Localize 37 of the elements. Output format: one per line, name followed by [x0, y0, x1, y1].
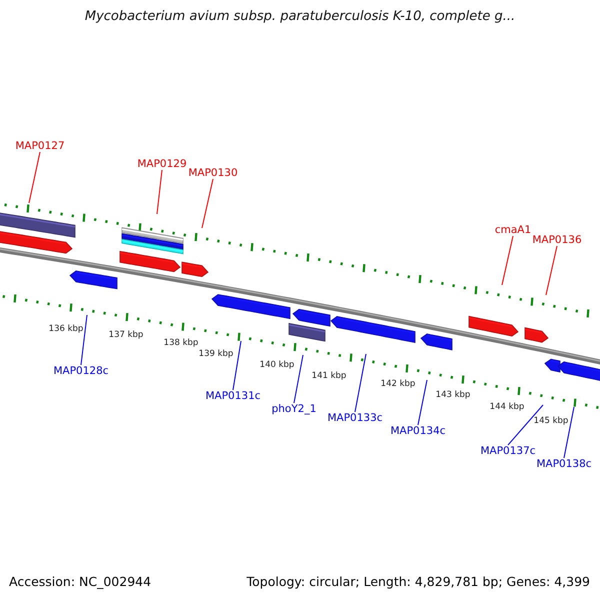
leader-line	[156, 170, 162, 214]
leader-line	[354, 354, 366, 412]
gene-label: MAP0127	[15, 140, 65, 152]
gene-label: MAP0130	[188, 167, 238, 179]
footer-text: Topology: circular; Length: 4,829,781 bp; Genes: 4,399	[246, 574, 590, 589]
leader-line	[546, 246, 558, 296]
gene-label: MAP0137c	[480, 445, 536, 457]
leader-line	[232, 340, 242, 390]
leader-line	[80, 314, 88, 366]
leader-line	[564, 406, 574, 458]
scale-label: 136 kbp	[48, 324, 84, 334]
scale-label: 140 kbp	[260, 360, 294, 370]
leader-line	[508, 404, 544, 446]
leader-line	[28, 152, 40, 204]
gene-label: MAP0136	[532, 234, 582, 246]
gene-label: MAP0128c	[53, 365, 109, 377]
leader-line	[418, 380, 428, 426]
leader-line	[202, 178, 214, 228]
footer-text: Accession: NC_002944	[9, 574, 152, 589]
gene-label: MAP0133c	[327, 412, 383, 424]
scale-label: 143 kbp	[436, 390, 470, 400]
scale-label: 144 kbp	[490, 402, 524, 412]
leader-line	[294, 354, 304, 404]
gene-label: phoY2_1	[272, 403, 316, 415]
scale-label: 141 kbp	[312, 371, 346, 381]
map-title: Mycobacterium avium subsp. paratuberculosis K-10, complete g...	[84, 9, 516, 24]
leader-line	[502, 236, 514, 286]
scale-label: 138 kbp	[164, 338, 198, 348]
gene-label: MAP0134c	[390, 425, 446, 437]
gene-label: cmaA1	[494, 224, 532, 236]
scale-label: 137 kbp	[108, 330, 144, 340]
scale-label: 142 kbp	[380, 379, 416, 389]
gene-label: MAP0138c	[536, 458, 592, 470]
scale-label: 139 kbp	[198, 349, 234, 359]
gene-label: MAP0131c	[205, 390, 261, 402]
gene-label: MAP0129	[137, 158, 187, 170]
scale-label: 145 kbp	[534, 416, 568, 426]
